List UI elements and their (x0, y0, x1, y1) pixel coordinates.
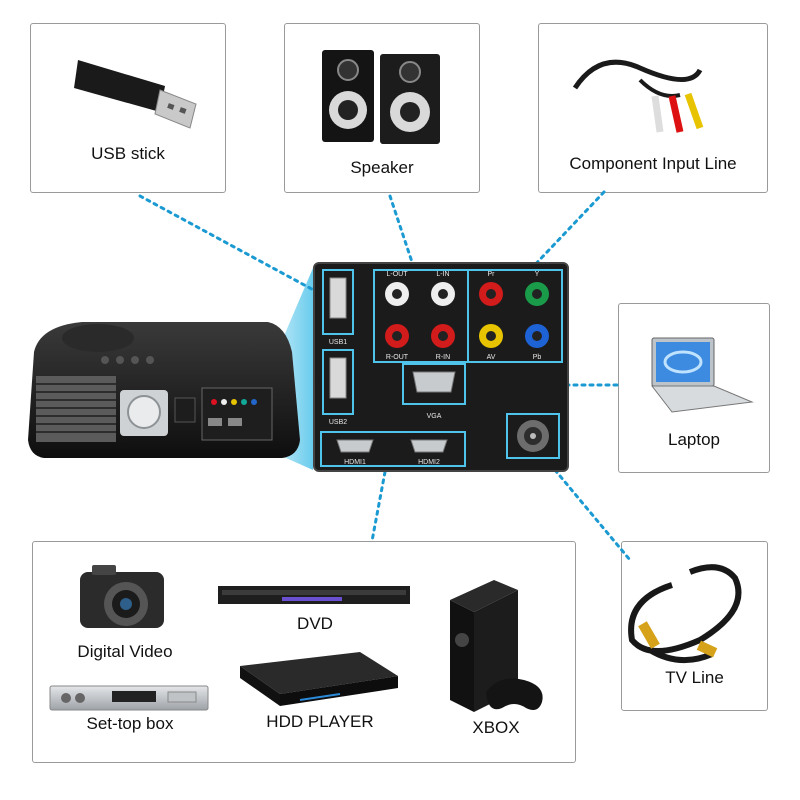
r-out-label: R-OUT (386, 354, 409, 361)
connector-component (528, 190, 606, 272)
usb2-label: USB2 (329, 419, 347, 426)
l-out-label: L-OUT (387, 271, 409, 278)
laptop-image (650, 337, 754, 413)
l-in-label: L-IN (436, 271, 449, 278)
y-label: Y (535, 271, 540, 278)
connector-usb (138, 194, 334, 302)
usb-stick-image (74, 60, 197, 129)
projector-image (28, 322, 300, 458)
connector-sources (370, 470, 387, 543)
laptop-label: Laptop (668, 430, 720, 449)
r-in-label: R-IN (436, 354, 450, 361)
set-top-box-label: Set-top box (86, 714, 174, 733)
io-panel-ports: USB1 USB2 L-OUT L-IN R-OUT R-IN Pr Y AV … (320, 269, 563, 467)
hdmi1-label: HDMI1 (344, 459, 366, 466)
connector-tv (553, 468, 632, 562)
hdmi2-label: HDMI2 (418, 459, 440, 466)
dvd-image (218, 586, 410, 604)
speaker-image (322, 50, 440, 144)
tv-cable-image (628, 564, 742, 664)
set-top-box-image (49, 685, 209, 711)
component-input-box (538, 23, 768, 193)
pr-label: Pr (488, 271, 496, 278)
projector-io-panel: USB1 USB2 L-OUT L-IN R-OUT R-IN Pr Y AV … (313, 262, 569, 472)
xbox-label: XBOX (472, 718, 520, 737)
component-input-label: Component Input Line (569, 154, 737, 173)
hdd-player-label: HDD PLAYER (266, 712, 374, 731)
tv-line-label: TV Line (665, 668, 724, 687)
dvd-label: DVD (297, 614, 333, 633)
digital-video-label: Digital Video (77, 642, 173, 661)
hdd-player-image (240, 652, 398, 706)
speaker-label: Speaker (350, 158, 414, 177)
connector-speaker (388, 194, 414, 264)
vga-label: VGA (427, 413, 442, 420)
digital-video-image (80, 565, 164, 628)
pb-label: Pb (533, 354, 542, 361)
av-label: AV (487, 354, 496, 361)
component-cable-image (572, 59, 704, 133)
usb-stick-label: USB stick (91, 144, 165, 163)
usb1-label: USB1 (329, 339, 347, 346)
xbox-image (450, 580, 543, 712)
